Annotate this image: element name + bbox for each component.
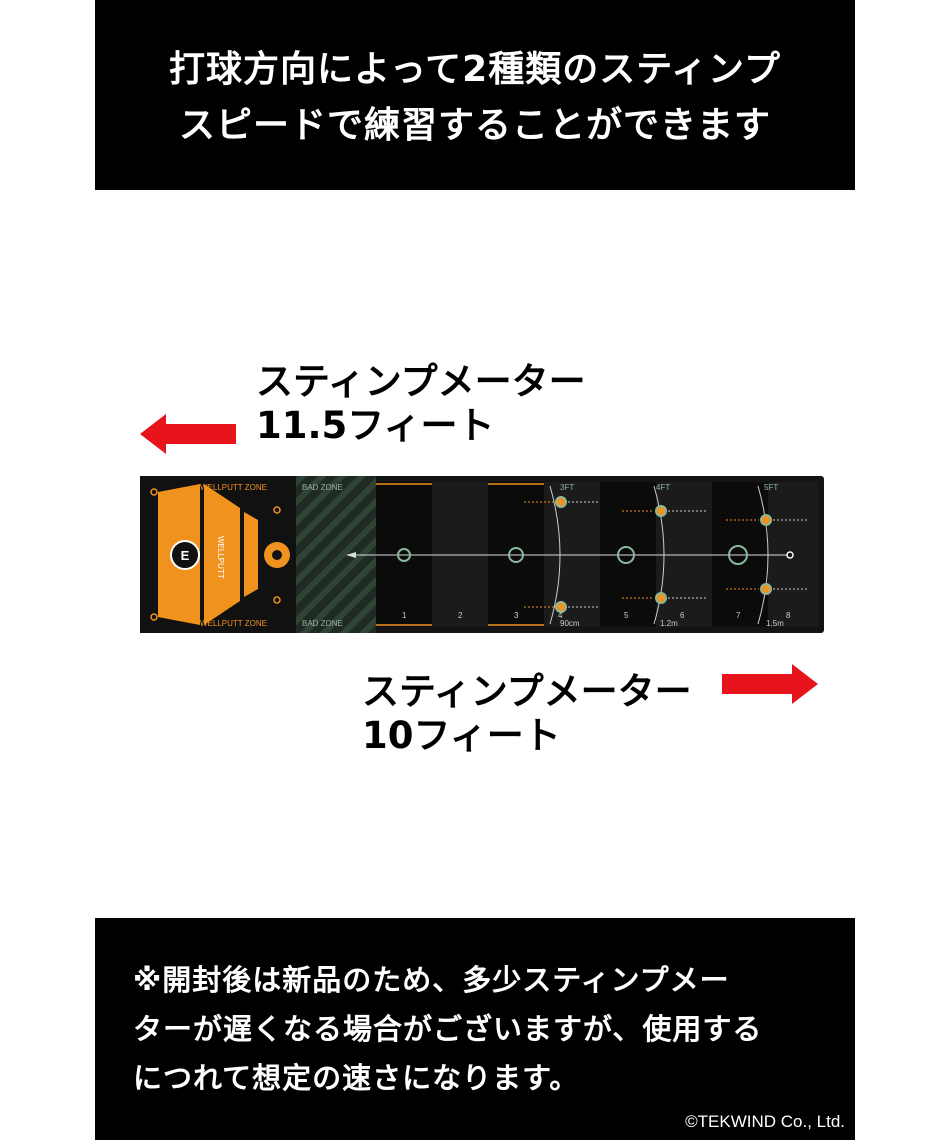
section-number-5: 5: [624, 611, 629, 620]
brand-vertical: WELLPUTT: [216, 536, 225, 579]
section-number-6: 6: [680, 611, 685, 620]
distance-1-2m: 1.2m: [660, 619, 678, 628]
svg-text:E: E: [181, 548, 190, 563]
section-number-4: 4: [558, 611, 563, 620]
putting-mat: E WELLPUTT ZONE WELLPUTT ZONE WELLPUTT B…: [140, 476, 824, 633]
stimp-label-right: スティンプメーター 10フィート: [362, 670, 692, 758]
header-banner: 打球方向によって2種類のスティンプ スピードで練習することができます: [95, 0, 855, 190]
copyright: ©TEKWIND Co., Ltd.: [685, 1112, 845, 1131]
zone-bad-label-flip: BAD ZONE: [302, 619, 343, 628]
stimp-left-value: 11.5フィート: [256, 404, 495, 447]
footer-line-2: ターが遅くなる場合がございますが、使用する: [133, 1012, 763, 1046]
zone-good-label: WELLPUTT ZONE: [200, 483, 267, 492]
zone-bad-label: BAD ZONE: [302, 483, 343, 492]
section-number-7: 7: [736, 611, 741, 620]
section-number-2: 2: [458, 611, 463, 620]
header-line-2: スピードで練習することができます: [178, 105, 771, 146]
distance-90cm: 90cm: [560, 619, 580, 628]
stimp-label-left: スティンプメーター 11.5フィート: [256, 360, 586, 448]
stimp-right-title: スティンプメーター: [362, 670, 692, 713]
arrow-right-icon: [722, 664, 818, 704]
stimp-left-title: スティンプメーター: [256, 360, 586, 403]
ft-marker-4: 4FT: [656, 483, 670, 492]
arrow-left-icon: [140, 414, 236, 454]
distance-1-5m: 1.5m: [766, 619, 784, 628]
section-number-1: 1: [402, 611, 407, 620]
header-line-1: 打球方向によって2種類のスティンプ: [169, 49, 781, 90]
stimp-right-value: 10フィート: [362, 714, 561, 757]
ft-marker-5: 5FT: [764, 483, 778, 492]
ft-marker-3: 3FT: [560, 483, 574, 492]
section-number-8: 8: [786, 611, 791, 620]
footer-line-1: ※開封後は新品のため、多少スティンプメー: [133, 963, 730, 997]
zone-good-label-flip: WELLPUTT ZONE: [200, 619, 267, 628]
footer-line-3: につれて想定の速さになります。: [133, 1061, 580, 1095]
section-number-3: 3: [514, 611, 519, 620]
footer-banner: ※開封後は新品のため、多少スティンプメー ターが遅くなる場合がございますが、使用…: [95, 918, 855, 1140]
